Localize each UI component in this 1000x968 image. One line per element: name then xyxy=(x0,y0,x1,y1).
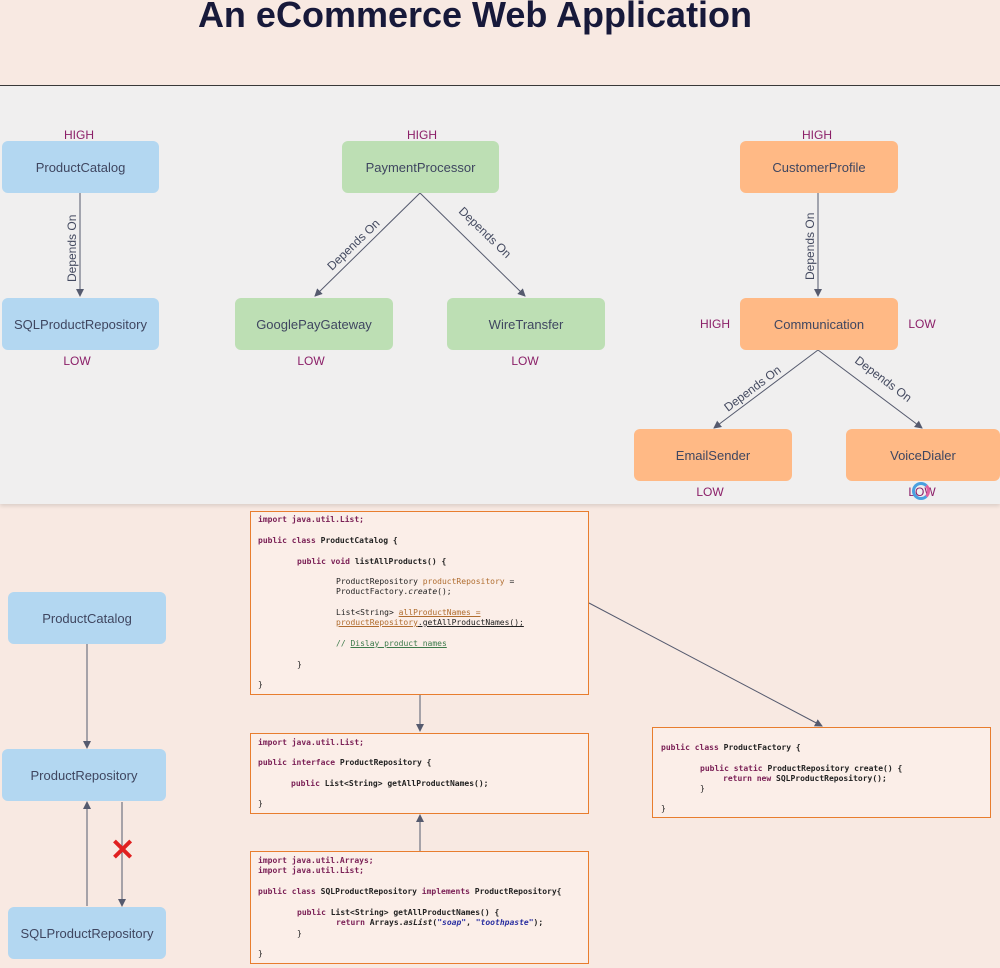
code-method: asList xyxy=(403,918,433,927)
code-text: Arrays. xyxy=(369,918,404,927)
code-line: import java.util.Arrays; xyxy=(258,856,374,865)
lower-node-sql-product-repository: SQLProductRepository xyxy=(8,907,166,959)
code-keyword: public xyxy=(297,908,326,917)
code-keyword: public xyxy=(291,779,320,788)
code-text: ProductRepository xyxy=(336,577,418,586)
code-text: } xyxy=(297,929,302,938)
code-text: ProductCatalog { xyxy=(320,536,398,545)
code-keyword: public class xyxy=(661,743,719,752)
code-text: SQLProductRepository(); xyxy=(776,774,887,783)
code-string: "toothpaste" xyxy=(475,918,534,927)
node-wire-transfer: WireTransfer xyxy=(447,298,605,350)
code-text: listAllProducts() { xyxy=(354,557,447,566)
level-high-comm: HIGH xyxy=(700,317,730,331)
code-text: , xyxy=(466,918,476,927)
code-text: } xyxy=(258,680,263,689)
code-keyword: public void xyxy=(297,557,350,566)
node-sql-product-repository: SQLProductRepository xyxy=(2,298,159,350)
arrow-payment-wire xyxy=(419,192,526,297)
dep-label-5: Depends On xyxy=(721,363,783,415)
lower-node-product-catalog: ProductCatalog xyxy=(8,592,166,644)
level-low-wire: LOW xyxy=(511,354,539,368)
code-text: = xyxy=(509,577,515,586)
level-low-gpay: LOW xyxy=(297,354,325,368)
code-variable: productRepository xyxy=(422,577,505,586)
dep-label-2: Depends On xyxy=(324,216,382,273)
code-product-factory: public class ProductFactory { public sta… xyxy=(652,727,991,818)
code-text: ProductFactory. xyxy=(336,587,409,596)
code-text: List<String> xyxy=(336,608,394,617)
level-high-profile: HIGH xyxy=(802,128,832,142)
dep-label-6: Depends On xyxy=(852,353,914,405)
code-text: .getAllProductNames(); xyxy=(417,618,524,627)
code-method: create xyxy=(408,587,438,596)
code-keyword: public static xyxy=(700,764,763,773)
title-bar xyxy=(0,0,1000,86)
code-text: ProductFactory { xyxy=(723,743,801,752)
code-comment: Dislay product names xyxy=(350,639,447,648)
code-text: ProductRepository{ xyxy=(474,887,562,896)
node-payment-processor: PaymentProcessor xyxy=(342,141,499,193)
level-high-payment: HIGH xyxy=(407,128,437,142)
code-keyword: return new xyxy=(723,774,772,783)
code-text: (); xyxy=(437,587,452,596)
arrow-payment-gpay xyxy=(314,192,421,297)
code-text: ProductRepository { xyxy=(339,758,432,767)
level-high-catalog: HIGH xyxy=(64,128,94,142)
code-product-repository: import java.util.List; public interface … xyxy=(250,733,589,814)
level-low-comm: LOW xyxy=(908,317,936,331)
lower-node-product-repository: ProductRepository xyxy=(2,749,166,801)
code-comment: // xyxy=(336,639,346,648)
node-email-sender: EmailSender xyxy=(634,429,792,481)
code-keyword: public class xyxy=(258,887,316,896)
code-text: ( xyxy=(432,918,438,927)
code-keyword: public interface xyxy=(258,758,336,767)
code-text: List<String> getAllProductNames(); xyxy=(324,779,489,788)
code-text: ProductRepository create() { xyxy=(767,764,903,773)
code-text: } xyxy=(258,949,263,958)
code-keyword: return xyxy=(336,918,365,927)
page-title: An eCommerce Web Application xyxy=(197,0,753,35)
node-voice-dialer: VoiceDialer xyxy=(846,429,1000,481)
dep-label-1: Depends On xyxy=(65,215,79,282)
code-text: SQLProductRepository xyxy=(320,887,417,896)
node-communication: Communication xyxy=(740,298,898,350)
level-low-sql: LOW xyxy=(63,354,91,368)
dep-label-3: Depends On xyxy=(456,204,514,261)
code-keyword: implements xyxy=(421,887,470,896)
dep-label-4: Depends On xyxy=(803,213,817,280)
code-text: } xyxy=(258,799,263,808)
code-variable: allProductNames = xyxy=(398,608,481,617)
code-text: } xyxy=(700,784,705,793)
code-line: import java.util.List; xyxy=(258,515,364,524)
code-string: "soap" xyxy=(437,918,467,927)
node-customer-profile: CustomerProfile xyxy=(740,141,898,193)
node-google-pay-gateway: GooglePayGateway xyxy=(235,298,393,350)
arrow-comm-voice xyxy=(817,349,923,429)
code-variable: productRepository xyxy=(336,618,418,627)
node-product-catalog: ProductCatalog xyxy=(2,141,159,193)
code-sql-product-repository: import java.util.Arrays; import java.uti… xyxy=(250,851,589,964)
code-keyword: public class xyxy=(258,536,316,545)
app-logo-icon xyxy=(912,482,930,500)
code-text: ); xyxy=(533,918,544,927)
level-low-email: LOW xyxy=(696,485,724,499)
code-text: List<String> getAllProductNames() { xyxy=(330,908,500,917)
code-text: } xyxy=(661,804,666,813)
arrow-comm-email xyxy=(713,349,819,429)
arrow-code-catalog-factory xyxy=(588,602,823,727)
title-divider xyxy=(0,85,1000,86)
cross-icon: ✕ xyxy=(110,834,136,867)
code-text: } xyxy=(297,660,302,669)
code-line: import java.util.List; xyxy=(258,866,364,875)
code-product-catalog: import java.util.List; public class Prod… xyxy=(250,511,589,695)
code-line: import java.util.List; xyxy=(258,738,364,747)
